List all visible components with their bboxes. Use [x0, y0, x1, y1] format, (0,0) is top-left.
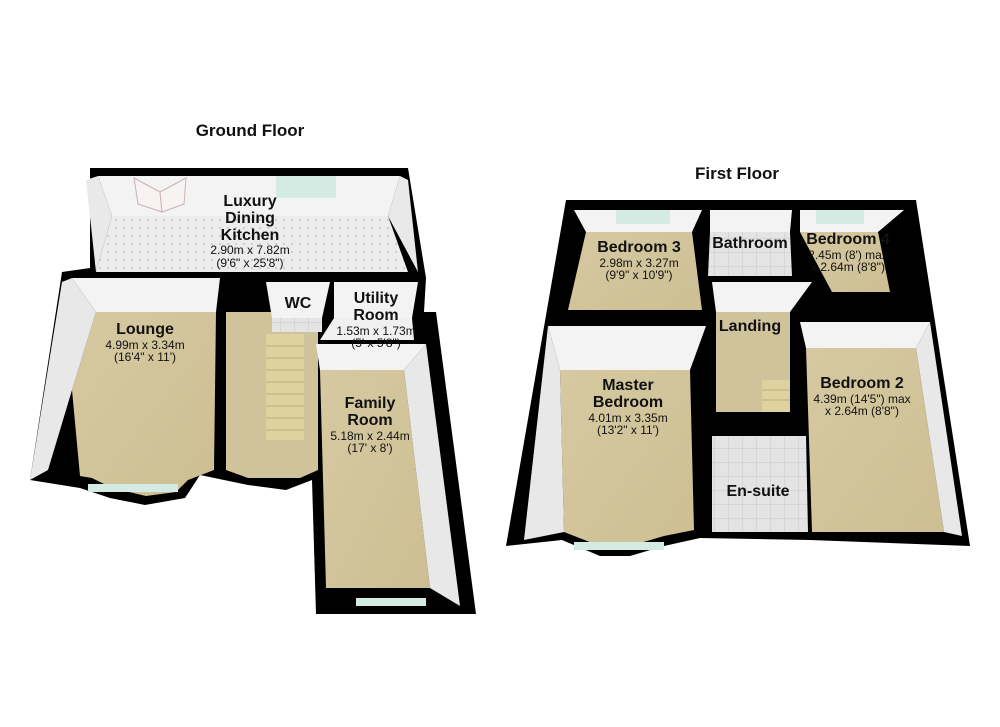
lounge-bay-window: [88, 484, 178, 492]
family-room-window: [356, 598, 426, 606]
family-room-dim-metric: 5.18m x 2.44m: [330, 428, 410, 443]
kitchen-name-line3: Kitchen: [220, 226, 280, 244]
bedroom3-dim-metric: 2.98m x 3.27m: [599, 255, 679, 270]
kitchen-dim-imperial: (9'6" x 25'8"): [216, 255, 284, 270]
ensuite-label: En-suite: [710, 483, 806, 501]
ground-floor-plan: [30, 168, 476, 614]
utility-name-line2: Room: [353, 306, 399, 324]
master-bedroom-floor: [560, 370, 694, 546]
kitchen-name-line2: Dining: [225, 209, 275, 227]
family-room-dim-imperial: (17' x 8'): [347, 441, 393, 456]
utility-floor: [320, 318, 414, 340]
bedroom3-dim-imperial: (9'9" x 10'9"): [605, 268, 673, 283]
wc-floor: [272, 318, 322, 332]
bedroom3-floor: [568, 232, 702, 310]
landing-label: Landing: [704, 318, 796, 336]
master-bedroom-name-line2: Bedroom: [592, 393, 664, 411]
lounge-name: Lounge: [116, 321, 174, 338]
master-bedroom-dim-metric: 4.01m x 3.35m: [588, 410, 668, 425]
bedroom2-name: Bedroom 2: [820, 375, 904, 392]
kitchen-label: Luxury Dining Kitchen 2.90m x 7.82m (9'6…: [190, 193, 310, 270]
wc-name: WC: [284, 295, 312, 312]
ensuite-floor: [712, 436, 808, 532]
wc-label: WC: [276, 295, 320, 313]
bedroom4-label: Bedroom 4 2.45m (8') max x 2.64m (8'8"): [796, 231, 900, 275]
kitchen-dim-metric: 2.90m x 7.82m: [210, 243, 290, 258]
lounge-dim-imperial: (16'4" x 11'): [114, 350, 176, 365]
lounge-floor: [72, 312, 216, 496]
bedroom4-dim-line2: x 2.64m (8'8"): [811, 260, 885, 275]
utility-dim-imperial: (5' x 5'8"): [351, 336, 401, 351]
lounge-dim-metric: 4.99m x 3.34m: [105, 337, 185, 352]
bathroom-name: Bathroom: [712, 235, 788, 252]
kitchen-floor: [96, 216, 408, 272]
ground-floor-title: Ground Floor: [196, 121, 305, 140]
bedroom3-label: Bedroom 3 2.98m x 3.27m (9'9" x 10'9"): [584, 239, 694, 283]
utility-label: Utility Room 1.53m x 1.73m (5' x 5'8"): [326, 290, 426, 351]
master-bedroom-name-line1: Master: [602, 377, 654, 394]
first-floor-stairs: [762, 380, 790, 412]
master-bedroom-window: [574, 542, 664, 550]
first-floor-plan: [506, 200, 970, 556]
bedroom4-floor: [800, 232, 890, 292]
bathroom-label: Bathroom: [704, 235, 796, 253]
first-floor-title: First Floor: [695, 164, 779, 183]
bedroom3-name: Bedroom 3: [597, 239, 681, 256]
landing-name: Landing: [718, 318, 782, 335]
bedroom2-label: Bedroom 2 4.39m (14'5") max x 2.64m (8'8…: [800, 375, 924, 419]
kitchen-name-line1: Luxury: [223, 193, 277, 210]
family-room-name-line2: Room: [347, 411, 393, 429]
ensuite-name: En-suite: [726, 483, 790, 500]
bathroom-floor: [708, 232, 792, 276]
family-room-label: Family Room 5.18m x 2.44m (17' x 8'): [318, 395, 422, 456]
bedroom3-window: [616, 210, 670, 224]
bedroom2-floor: [806, 348, 944, 532]
family-room-floor: [320, 370, 430, 588]
lounge-label: Lounge 4.99m x 3.34m (16'4" x 11'): [90, 321, 200, 365]
master-bedroom-label: Master Bedroom 4.01m x 3.35m (13'2" x 11…: [568, 377, 688, 438]
utility-name-line1: Utility: [353, 290, 399, 307]
master-bedroom-dim-imperial: (13'2" x 11'): [597, 423, 659, 438]
bedroom4-window: [816, 210, 864, 224]
family-room-name-line1: Family: [344, 395, 396, 412]
bedroom4-name: Bedroom 4: [806, 231, 890, 248]
bedroom2-dim-line2: x 2.64m (8'8"): [825, 404, 899, 419]
kitchen-window: [276, 176, 336, 198]
bedroom4-dim-line1: 2.45m (8') max: [808, 247, 888, 262]
bedroom2-dim-line1: 4.39m (14'5") max: [813, 391, 911, 406]
utility-dim-metric: 1.53m x 1.73m: [336, 323, 416, 338]
ground-floor-stairs: [266, 334, 304, 440]
